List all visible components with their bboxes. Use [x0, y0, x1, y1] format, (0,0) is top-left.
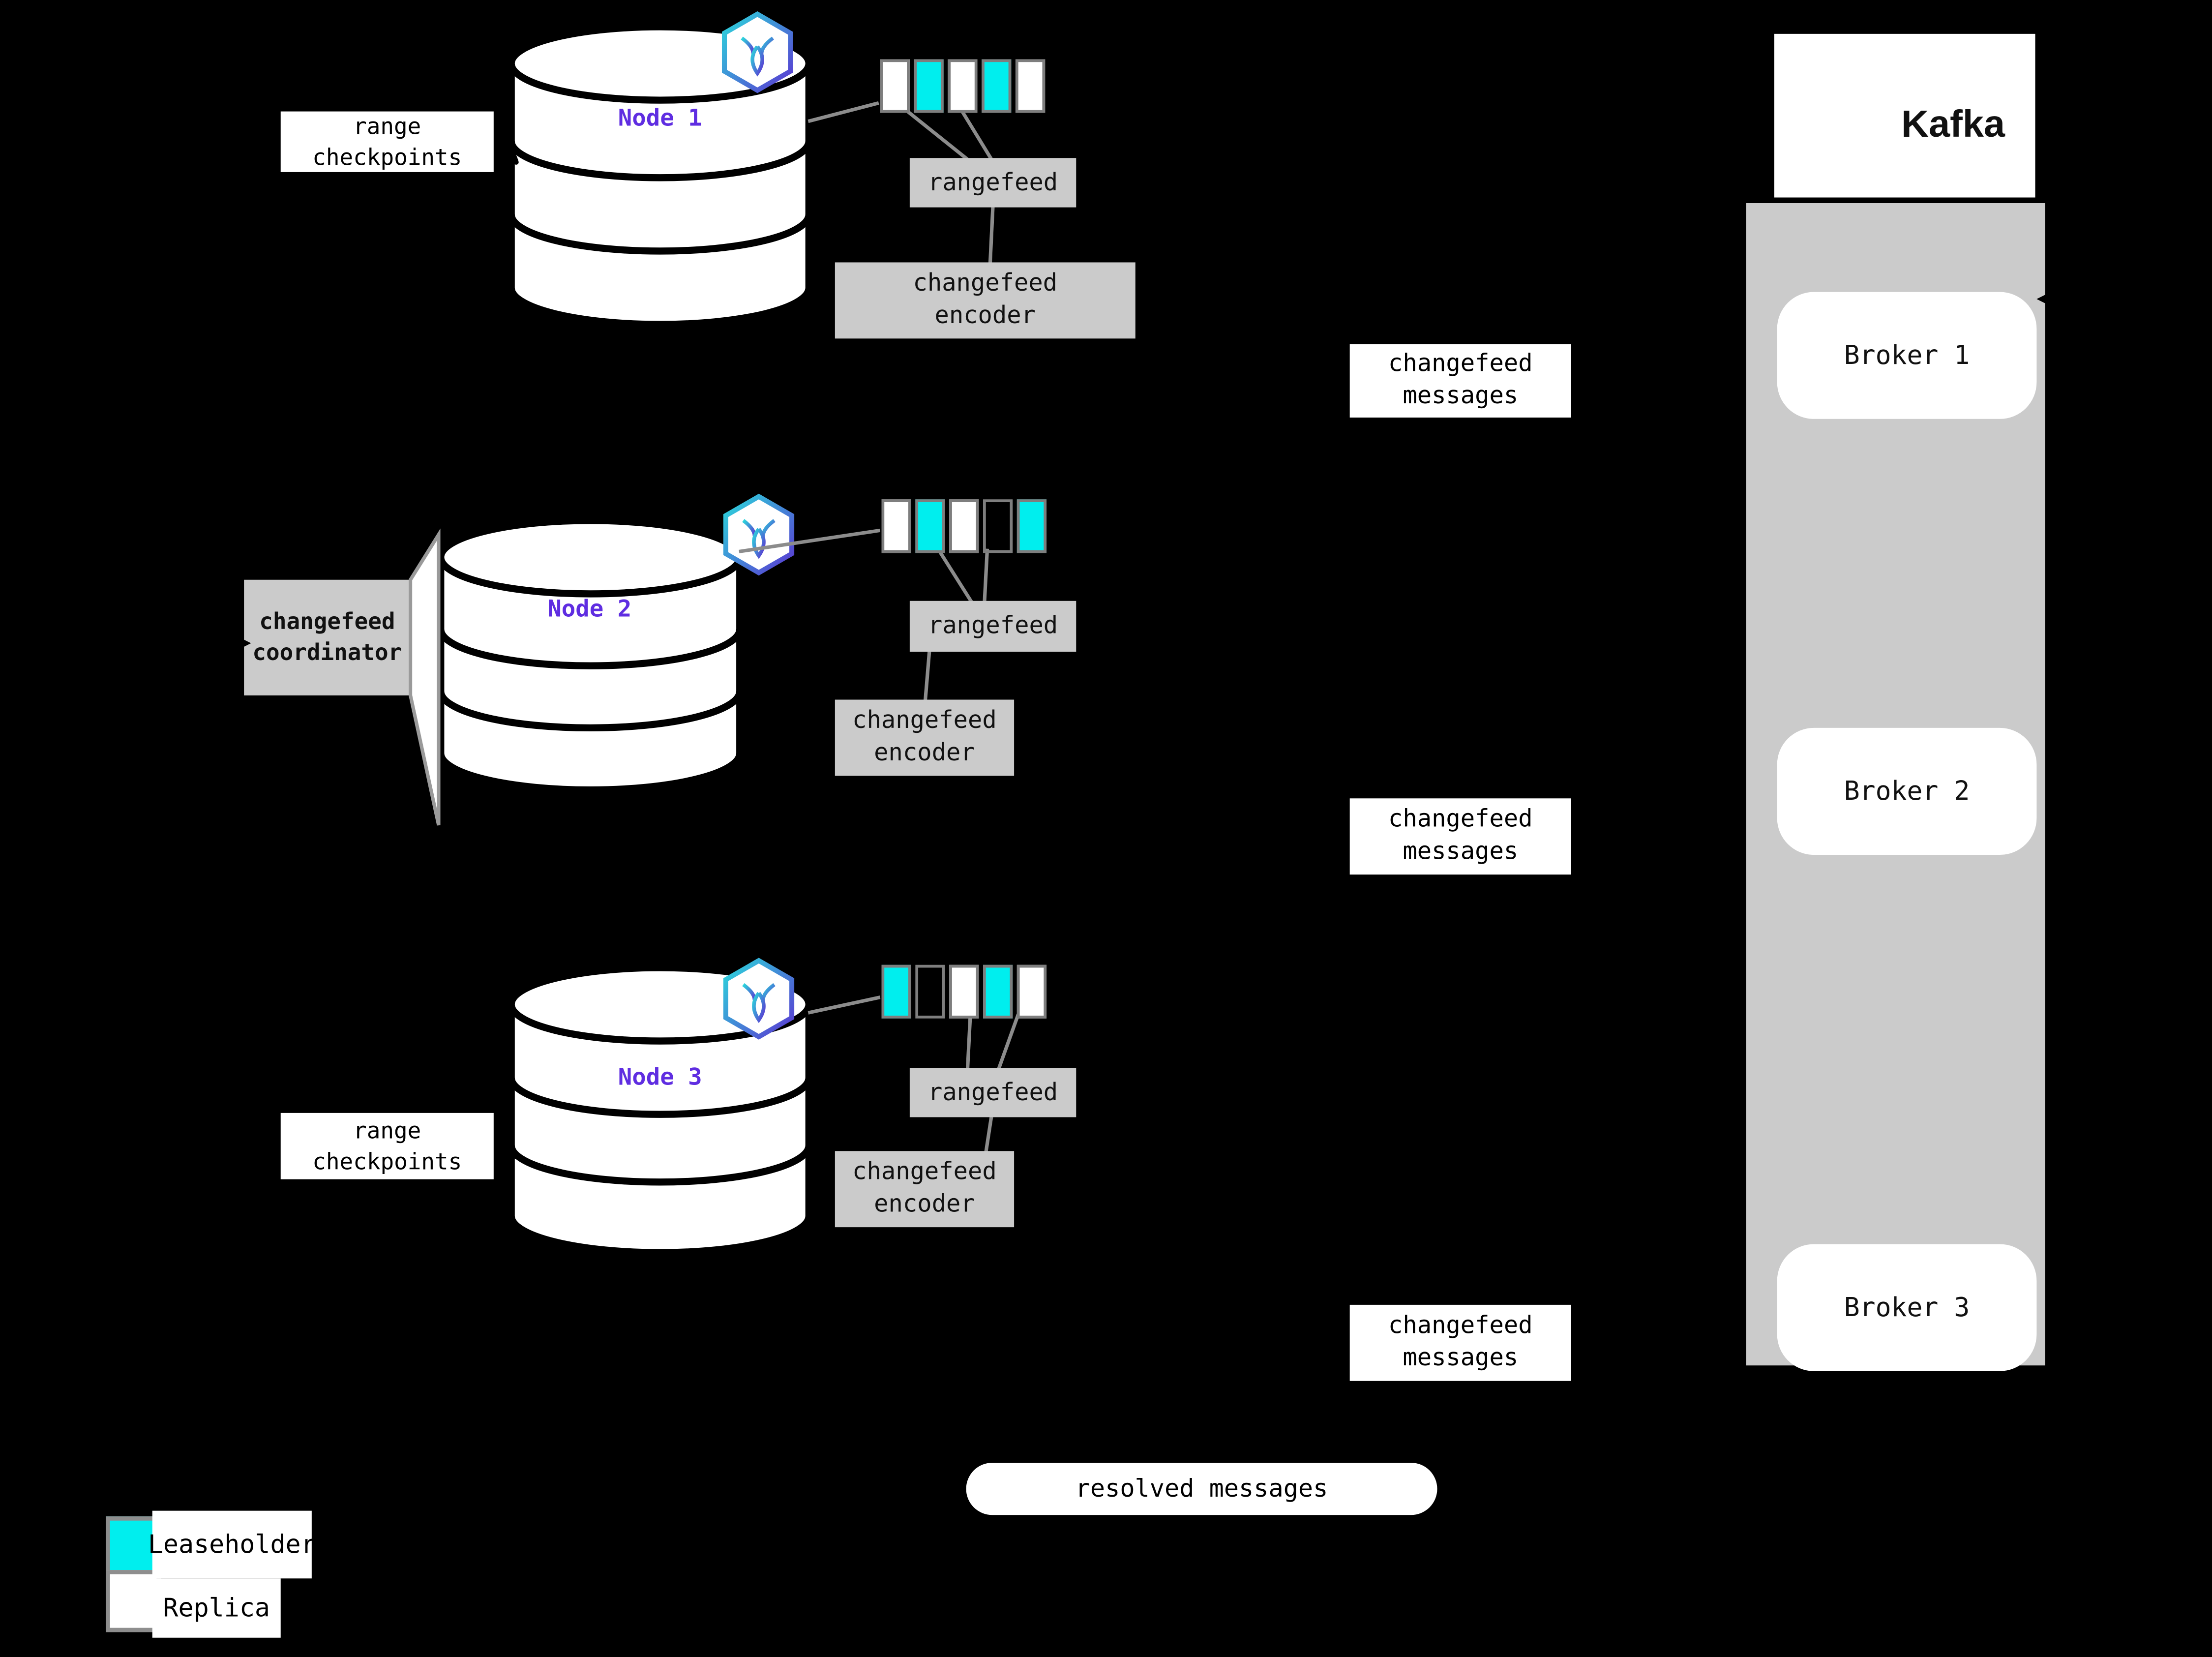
- messages3-line2: messages: [1403, 1344, 1519, 1373]
- node2-range-3: [949, 499, 979, 553]
- encoder2-line2: encoder: [874, 739, 975, 768]
- node1-range-5: [1015, 59, 1046, 113]
- node1-range-1: [880, 59, 910, 113]
- cockroachdb-hexagon-node1-icon: [721, 11, 793, 93]
- checkpoint-arrow-hook-top: [488, 137, 519, 165]
- node3-range-3: [949, 964, 979, 1019]
- range-checkpoints-label-top: range checkpoints: [280, 111, 494, 172]
- node1-range-2: [914, 59, 944, 113]
- rangefeed-box-node1: rangefeed: [909, 158, 1076, 208]
- messages2-line1: changefeed: [1388, 805, 1533, 834]
- kafka-broker-2: Broker 2: [1777, 727, 2037, 855]
- node3-range-2: [915, 964, 945, 1019]
- node2-range-5: [1016, 499, 1047, 553]
- node2-range-2: [915, 499, 945, 553]
- coordinator-label-line2: coordinator: [252, 639, 402, 666]
- database-cylinder-node3-icon: [508, 964, 812, 1256]
- changefeed-messages-label-3: changefeed messages: [1349, 1304, 1571, 1381]
- changefeed-messages-label-1: changefeed messages: [1349, 344, 1571, 418]
- node3-name-label: Node 3: [618, 1063, 702, 1090]
- node1-range-4: [982, 59, 1012, 113]
- rangefeed-box-node2: rangefeed: [909, 601, 1076, 652]
- kafka-brand-text: Kafka: [1901, 102, 2005, 145]
- encoder3-line2: encoder: [874, 1190, 975, 1219]
- checkpoint-arrow-hook-bottom: [488, 1131, 519, 1159]
- resolved-messages-label: resolved messages: [966, 1463, 1437, 1515]
- range-checkpoints-top-line2: checkpoints: [312, 143, 462, 170]
- node3-range-1: [881, 964, 911, 1019]
- encoder3-line1: changefeed: [852, 1158, 997, 1187]
- changefeed-coordinator-box: changefeed coordinator: [244, 579, 411, 695]
- kafka-broker-3: Broker 3: [1777, 1244, 2037, 1371]
- messages1-line1: changefeed: [1388, 350, 1533, 378]
- cockroachdb-hexagon-node3-icon: [723, 958, 795, 1040]
- changefeed-encoder-box-node2: changefeed encoder: [835, 699, 1015, 776]
- node2-range-4: [983, 499, 1013, 553]
- encoder1-line1: changefeed: [913, 269, 1058, 298]
- database-cylinder-node1-icon: [508, 23, 812, 328]
- range-checkpoints-label-bottom: range checkpoints: [280, 1113, 494, 1179]
- database-cylinder-node2-icon: [437, 517, 744, 794]
- node3-range-4: [983, 964, 1013, 1019]
- range-checkpoints-bottom-line2: checkpoints: [312, 1147, 462, 1175]
- kafka-logo-box: [1774, 33, 2035, 198]
- encoder1-line2: encoder: [934, 301, 1036, 331]
- messages1-line2: messages: [1403, 382, 1519, 411]
- legend-leaseholder-label: Leaseholder: [148, 1510, 316, 1579]
- cockroachdb-hexagon-node2-icon: [723, 493, 795, 576]
- node1-range-3: [948, 59, 978, 113]
- legend-replica-label: Replica: [152, 1578, 281, 1638]
- changefeed-encoder-box-node1: changefeed encoder: [835, 262, 1136, 339]
- node2-range-1: [881, 499, 911, 553]
- coordinator-flap: [409, 528, 441, 826]
- encoder2-line1: changefeed: [852, 707, 997, 735]
- messages3-line1: changefeed: [1388, 1312, 1533, 1340]
- range-checkpoints-bottom-line1: range: [353, 1117, 421, 1144]
- changefeed-messages-label-2: changefeed messages: [1349, 798, 1571, 875]
- range-checkpoints-top-line1: range: [353, 113, 421, 140]
- node3-range-5: [1016, 964, 1047, 1019]
- coordinator-label-line1: changefeed: [259, 608, 395, 635]
- changefeed-encoder-box-node3: changefeed encoder: [835, 1151, 1015, 1228]
- kafka-broker-1: Broker 1: [1777, 292, 2037, 419]
- rangefeed-box-node3: rangefeed: [909, 1068, 1076, 1117]
- messages2-line2: messages: [1403, 838, 1519, 866]
- node2-name-label: Node 2: [547, 595, 632, 622]
- node1-name-label: Node 1: [618, 104, 702, 131]
